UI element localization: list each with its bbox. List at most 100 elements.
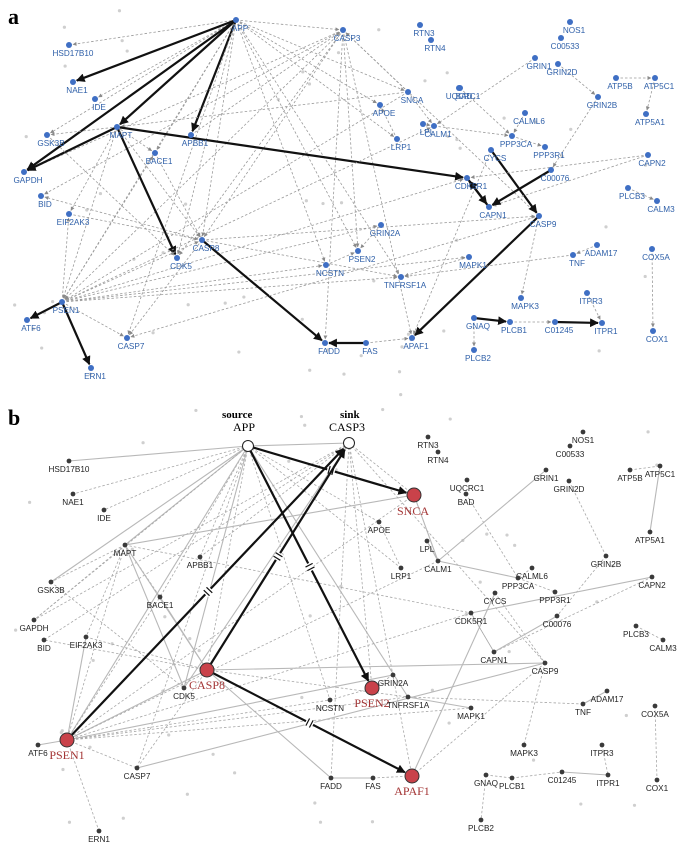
edge-b-mapt-gapdh <box>33 544 126 621</box>
node-b-fadd <box>328 775 334 781</box>
edge-a-apbb1-casp3 <box>190 31 341 136</box>
node-b-lrp1 <box>398 565 404 571</box>
edge-b-snca-calm1 <box>413 494 439 562</box>
label-a-apoe: APOE <box>373 109 396 118</box>
label-a-casp3: CASP3 <box>334 34 361 43</box>
label-b-bad: BAD <box>458 498 475 507</box>
label-a-rtn4: RTN4 <box>424 44 446 53</box>
edge-a-app-apbb1 <box>191 19 238 133</box>
edge-b-cox5a-cox1 <box>654 705 658 781</box>
edge-a-plcb3-calm3 <box>627 187 654 200</box>
edge-a-mapt-gapdh <box>26 126 118 172</box>
node-a-app <box>233 17 239 23</box>
background-dot <box>342 372 346 376</box>
label-b-casp8: CASP8 <box>189 678 225 692</box>
edge-b-lpl-calm1 <box>426 540 439 562</box>
label-b-ppp3r1: PPP3R1 <box>539 596 571 605</box>
edge-a-casp8-tnfrsf1a <box>201 239 398 278</box>
label-a-atp5a1: ATP5A1 <box>635 118 665 127</box>
label-a-lpl: LPL <box>420 128 435 137</box>
edge-a-grin2b-c00076 <box>552 96 599 167</box>
label-a-app: APP <box>232 24 249 33</box>
label-b-grin1: GRIN1 <box>533 474 558 483</box>
edge-b-casp8-bid <box>43 639 208 671</box>
edge-b-app-nae1 <box>72 445 249 495</box>
node-a-lpl <box>420 121 426 127</box>
edge-a-grin1-calm1 <box>436 57 536 125</box>
edge-a-calm1-ppp3ca <box>433 125 509 138</box>
node-a-bad <box>457 85 463 91</box>
background-dot <box>59 730 63 735</box>
label-a-lrp1: LRP1 <box>391 143 412 152</box>
label-b-bace1: BACE1 <box>147 601 174 610</box>
label-a-ide: IDE <box>92 103 106 112</box>
path-break-tick <box>206 586 213 594</box>
node-a-plcb3 <box>625 185 631 191</box>
edge-a-snca-psen1 <box>65 91 409 301</box>
path-break-gap <box>272 550 284 563</box>
label-b-casp9: CASP9 <box>532 667 559 676</box>
label-b-apbb1: APBB1 <box>187 561 214 570</box>
edge-a-cycs-apaf1 <box>413 149 492 335</box>
edge-b-cdk5r1-capn1 <box>470 612 495 653</box>
node-a-ppp3r1 <box>542 144 548 150</box>
label-b-c01245: C01245 <box>548 776 577 785</box>
edge-a-casp8-bid <box>44 196 203 241</box>
edge-a-casp3-bid <box>44 29 344 195</box>
edge-b-psen1-ncstn <box>66 699 331 741</box>
label-b-calm1: CALM1 <box>424 565 452 574</box>
node-a-ide <box>92 96 98 102</box>
label-a-plcb1: PLCB1 <box>501 326 527 335</box>
panel-b-letter: b <box>8 405 20 430</box>
label-a-calm3: CALM3 <box>647 205 675 214</box>
edge-a-adam17-tnf <box>576 244 598 254</box>
label-b-capn1: CAPN1 <box>480 656 508 665</box>
edge-b-calml6-ppp3ca <box>517 567 533 579</box>
background-dot <box>51 300 55 304</box>
label-a-plcb2: PLCB2 <box>465 354 491 363</box>
node-a-nos1 <box>567 19 573 25</box>
background-dot <box>233 771 237 775</box>
background-dot <box>423 79 427 83</box>
path-b-psen1-casp3 <box>66 448 345 741</box>
edge-b-mapt-cdk5r1 <box>124 544 472 614</box>
node-b-grin1 <box>543 467 549 473</box>
edge-b-adam17-tnf <box>582 690 608 705</box>
background-dot <box>121 816 125 820</box>
edge-b-grin2b-c00076 <box>556 555 607 617</box>
label-b-atp5c1: ATP5C1 <box>645 470 676 479</box>
node-b-eif2ak3 <box>83 634 89 640</box>
node-a-grin1 <box>532 55 538 61</box>
label-a-ern1: ERN1 <box>84 372 106 381</box>
background-dot <box>569 127 573 131</box>
background-dot <box>40 346 44 350</box>
edge-a-cdk5r1-capn1 <box>466 177 488 205</box>
label-a-mapt: MAPT <box>110 131 133 140</box>
edge-a-casp8-fadd <box>201 239 323 342</box>
edge-b-app-psen1 <box>66 445 249 741</box>
node-b-ppp3ca <box>515 575 521 581</box>
edge-a-c01245-itpr1 <box>554 318 599 328</box>
panel-a-nodes: APPHSD17B10NAE1IDECASP3RTN3RTN4UQCRC1NOS… <box>13 17 675 381</box>
background-dot <box>447 721 451 725</box>
edge-b-atp5c1-atp5a1 <box>649 465 661 533</box>
background-dot <box>67 820 72 824</box>
label-b-nae1: NAE1 <box>62 498 84 507</box>
background-dot <box>85 208 89 212</box>
background-dot <box>339 201 344 205</box>
edge-b-mapt-gsk3b <box>50 544 126 583</box>
node-b-snca <box>406 487 422 503</box>
edge-a-casp3-psen2 <box>342 29 360 248</box>
label-b-mapt: MAPT <box>114 549 137 558</box>
label-b-hsd17b10: HSD17B10 <box>49 465 90 474</box>
edge-a-app-mapt <box>119 19 237 126</box>
edge-a-psen1-cdk5r1 <box>61 178 464 303</box>
node-b-casp8 <box>199 662 215 678</box>
edge-b-grin2d-grin2b <box>568 480 607 557</box>
edge-b-cycs-casp9 <box>494 592 546 664</box>
edge-b-casp3-cdk5 <box>183 442 350 689</box>
label-b-grin2d: GRIN2D <box>554 485 585 494</box>
background-dot <box>194 408 198 413</box>
edge-a-app-psen2 <box>235 19 357 248</box>
node-b-psen1 <box>59 732 75 748</box>
